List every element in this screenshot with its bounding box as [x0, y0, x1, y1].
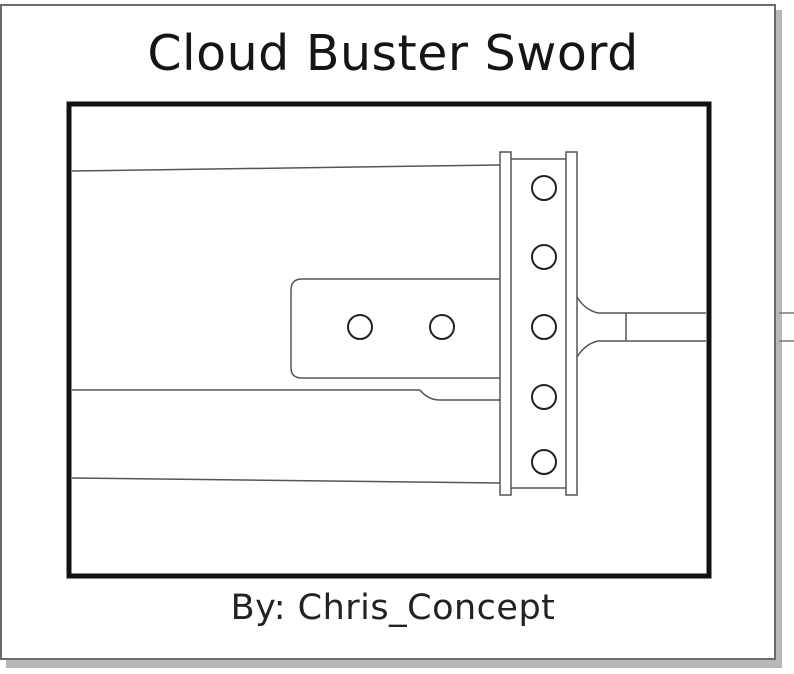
guard-right-bar — [565, 151, 578, 496]
bolt-circle — [531, 384, 557, 410]
blade-bolt-plate — [290, 278, 500, 379]
bolt-circle — [531, 449, 557, 475]
drawing-panel — [66, 101, 712, 579]
bolt-circle — [531, 244, 557, 270]
guard-left-bar — [499, 151, 512, 496]
blade-top-edge — [71, 164, 501, 172]
blade-bottom-edge — [71, 477, 501, 484]
bolt-circle — [531, 314, 557, 340]
diagram-title: Cloud Buster Sword — [147, 25, 639, 82]
bolt-circle — [429, 314, 455, 340]
author-credit: By: Chris_Concept — [230, 588, 556, 628]
blade-mid-edge-step — [419, 389, 500, 401]
bolt-circle — [347, 314, 373, 340]
grip-bottom-edge — [576, 340, 706, 358]
bolt-circle — [531, 175, 557, 201]
grip-top-edge — [576, 296, 706, 314]
